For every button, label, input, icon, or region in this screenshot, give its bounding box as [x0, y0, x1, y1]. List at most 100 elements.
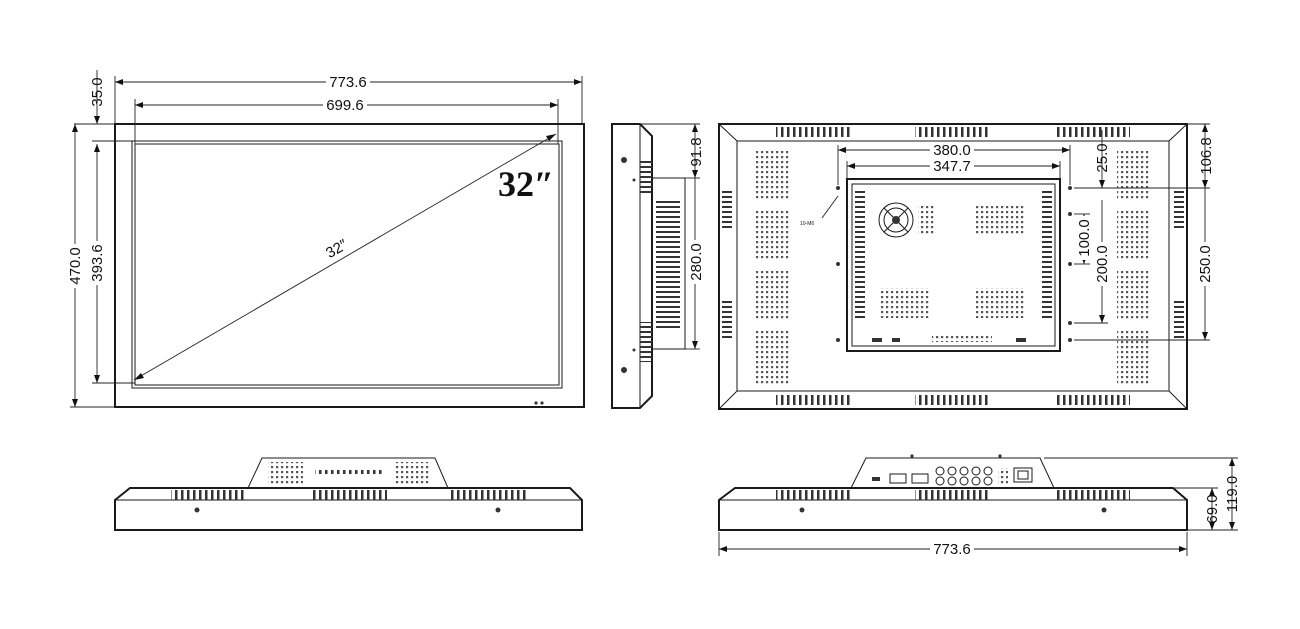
rear-vent-slots — [1174, 190, 1184, 230]
mount-hole — [1068, 338, 1072, 342]
dim-arrow — [692, 124, 698, 132]
rear-vent-grid — [1117, 210, 1150, 260]
dim-200: 200.0 — [1094, 245, 1111, 283]
dim-arrow — [1099, 180, 1105, 188]
side-screw — [621, 367, 627, 373]
side-screw — [632, 348, 636, 352]
dim-arrow — [1099, 315, 1105, 323]
side-vent-slots — [640, 322, 652, 362]
dim-arrow — [94, 144, 100, 152]
bottom-view-left — [114, 457, 583, 531]
dim-label-bg — [89, 241, 105, 285]
rear-vent-grid — [756, 210, 789, 260]
dim-arrow — [1209, 488, 1215, 496]
bottom-screw — [799, 507, 805, 513]
port-av — [935, 476, 945, 486]
side-screw — [632, 178, 636, 182]
front-screen-outer — [131, 140, 563, 389]
bracket-screw — [998, 454, 1002, 458]
front-view: 773.6 699.6 35.0 470.0 393.6 3 — [67, 70, 585, 408]
dim-overall-height: 470.0 — [67, 247, 84, 285]
indicator-light — [534, 401, 538, 405]
screw-label: 10-M6 — [800, 221, 814, 227]
dim-top-bezel: 35.0 — [89, 77, 106, 106]
rear-vent-grid — [756, 150, 789, 200]
fan-outer — [878, 202, 914, 238]
rear-vent-grid — [756, 270, 789, 320]
dim-arrow — [1202, 180, 1208, 188]
dim-label-bg — [1076, 216, 1092, 260]
dim-label-bg — [688, 240, 704, 284]
dim-arrow — [1202, 124, 1208, 132]
module-label-mark — [932, 334, 992, 342]
port-power — [1013, 467, 1033, 483]
rear-vent-slots — [776, 127, 852, 137]
module-side-slots — [855, 190, 865, 320]
port-dvi — [911, 473, 929, 484]
indicator-light — [540, 401, 544, 405]
dim-label-bg — [930, 142, 974, 158]
side-vent-slots — [656, 198, 680, 328]
rear-vent-slots — [1174, 300, 1184, 340]
rear-vent-grid — [1117, 330, 1150, 385]
dim-arrow — [94, 116, 100, 124]
size-badge: 32″ — [498, 164, 554, 204]
dim-arrow — [1052, 163, 1060, 169]
bottom-left-slots — [171, 490, 247, 500]
dim-arrow — [550, 102, 558, 108]
dim-arrow — [838, 147, 846, 153]
rear-vent-grid — [1117, 150, 1150, 200]
dim-arrow — [135, 102, 143, 108]
dim-arrow — [1179, 546, 1187, 552]
dim-arrow — [1229, 522, 1235, 530]
port-av — [959, 466, 969, 476]
mount-hole — [1068, 262, 1072, 266]
bottom-left-vent — [268, 462, 303, 484]
bottom-left-buttons — [315, 470, 385, 474]
dim-bottom-width: 773.6 — [933, 541, 971, 558]
bottom-right-bracket — [850, 457, 1055, 489]
side-view: 91.8 280.0 — [611, 123, 705, 409]
rear-chamfer — [1168, 123, 1188, 142]
dim-arrow — [1062, 147, 1070, 153]
rear-vent-slots — [722, 190, 732, 230]
rear-vent-grid — [1117, 270, 1150, 320]
fan-inner — [883, 207, 909, 233]
dim-arrow — [72, 399, 78, 407]
dim-label-bg — [67, 244, 83, 288]
diagonal-line — [133, 133, 557, 381]
rear-chamfer — [1168, 390, 1188, 410]
dim-arrow — [574, 79, 582, 85]
dim-label-bg — [323, 234, 355, 262]
dim-arrow — [1202, 332, 1208, 340]
mount-hole — [1068, 321, 1072, 325]
dim-arrow — [1209, 522, 1215, 530]
dim-arrow — [692, 170, 698, 178]
leader-line — [821, 195, 839, 219]
module-vent — [975, 205, 1025, 235]
dim-arrow — [72, 124, 78, 132]
dim-bracket-height: 280.0 — [688, 243, 705, 281]
module-label-mark — [892, 338, 900, 342]
dim-arrow — [115, 79, 123, 85]
bottom-left-bracket — [247, 457, 449, 489]
mount-hole — [836, 186, 840, 190]
port-av — [983, 476, 993, 486]
bottom-screw — [495, 507, 501, 513]
bottom-right-slots — [1054, 490, 1130, 500]
mount-hole — [1068, 186, 1072, 190]
dim-arrow — [1229, 458, 1235, 466]
dim-arrow — [134, 373, 144, 380]
dim-overall-width: 773.6 — [329, 74, 367, 91]
port-av — [959, 476, 969, 486]
dim-label-bg — [326, 74, 370, 90]
module-vent — [918, 205, 934, 235]
side-bracket — [651, 177, 686, 350]
fan-hub — [892, 216, 900, 224]
dim-arrow — [94, 375, 100, 383]
rear-vent-slots — [915, 395, 991, 405]
dim-label-bg — [1094, 242, 1110, 286]
dim-380: 380.0 — [933, 142, 971, 159]
bottom-left-slots — [311, 490, 387, 500]
